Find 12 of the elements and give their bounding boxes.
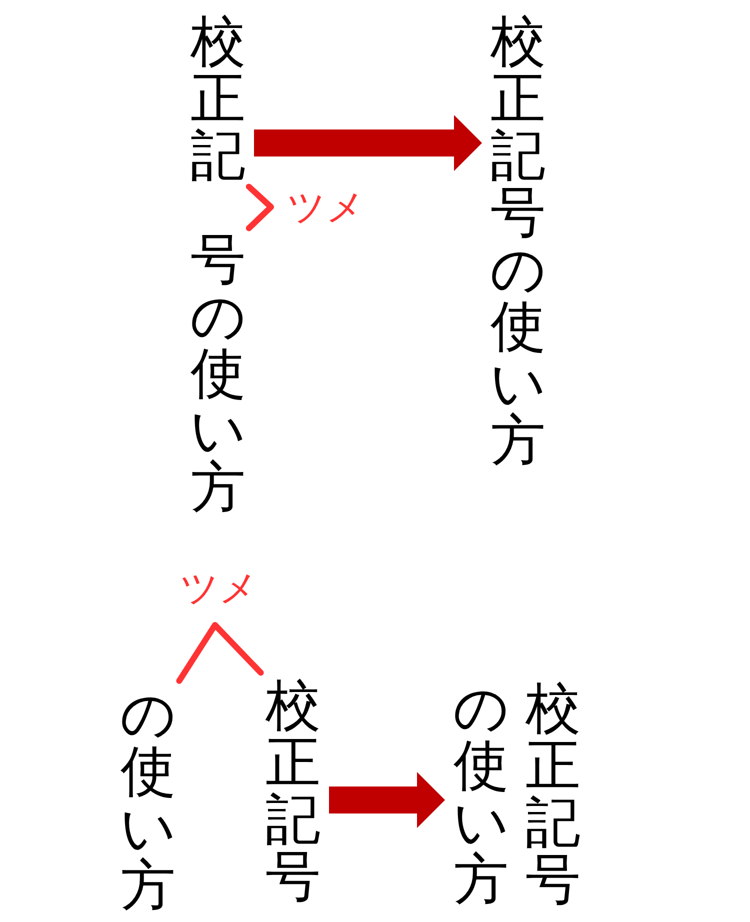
vertical-text: の使い方: [120, 686, 176, 914]
chevron-mark: [176, 622, 264, 684]
block-arrow: [254, 115, 482, 171]
vertical-text: 校正記: [190, 13, 246, 184]
vertical-text: 号の使い方: [190, 231, 246, 516]
chevron-mark: [246, 184, 274, 232]
vertical-text: 校正記号の使い方: [453, 680, 581, 910]
edge-label: ツメ: [287, 188, 365, 226]
vertical-text: 校正記号: [265, 677, 321, 905]
vertical-text: 校正記号の使い方: [490, 13, 546, 469]
block-arrow: [329, 772, 445, 828]
edge-label: ツメ: [180, 569, 258, 607]
